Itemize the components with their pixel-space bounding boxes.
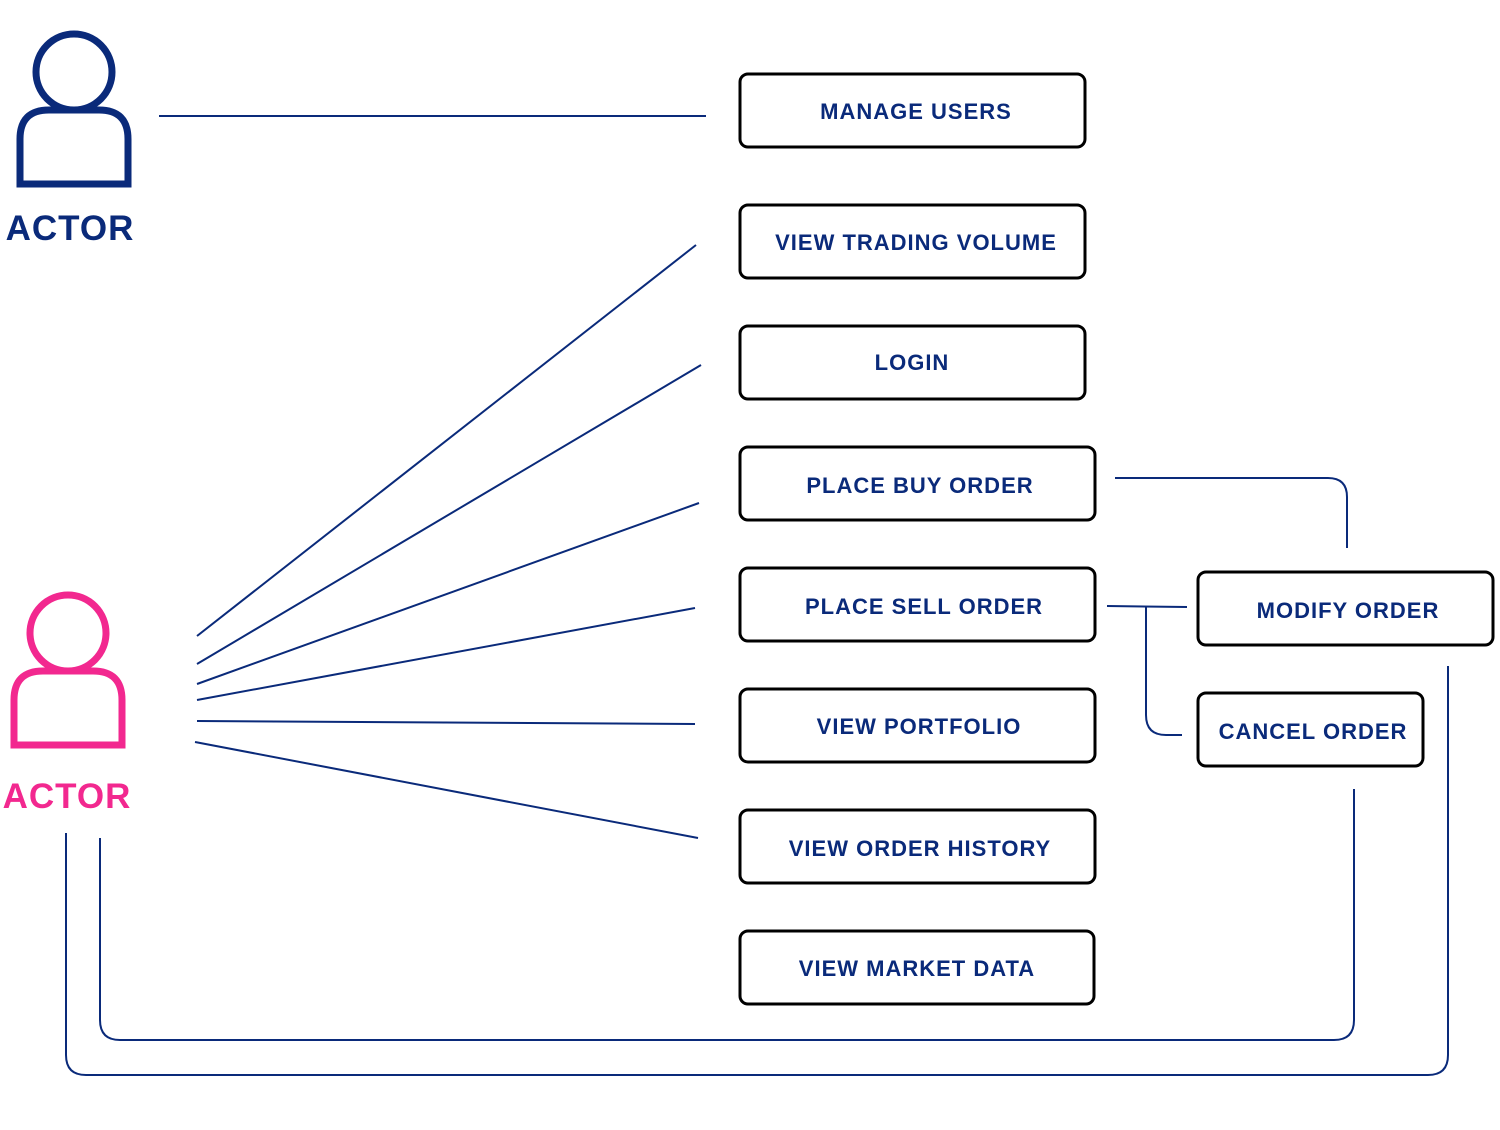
use-case-label: LOGIN — [875, 350, 950, 375]
assoc-trader-place-buy-order — [196, 502, 700, 685]
person-icon — [10, 591, 126, 749]
use-case-cancel-order[interactable]: CANCEL ORDER — [1196, 691, 1425, 768]
assoc-trader-view-portfolio — [196, 720, 696, 725]
assoc-sell-order-modify-order — [1106, 605, 1188, 608]
use-case-label: VIEW PORTFOLIO — [817, 714, 1022, 739]
use-case-place-buy-order[interactable]: PLACE BUY ORDER — [738, 445, 1097, 522]
assoc-trader-login — [196, 364, 702, 665]
use-case-label: VIEW MARKET DATA — [799, 956, 1035, 981]
assoc-trader-place-sell-order — [196, 607, 696, 701]
use-case-view-order-history[interactable]: VIEW ORDER HISTORY — [738, 808, 1097, 885]
use-case-label: PLACE SELL ORDER — [805, 594, 1043, 619]
use-case-label: MODIFY ORDER — [1257, 598, 1440, 623]
use-case-manage-users[interactable]: MANAGE USERS — [738, 72, 1087, 149]
actor-trader[interactable]: ACTOR — [3, 591, 132, 816]
use-case-place-sell-order[interactable]: PLACE SELL ORDER — [738, 566, 1097, 643]
assoc-trader-view-trading-volume — [196, 244, 697, 637]
assoc-buy-order-modify-order — [1115, 477, 1348, 548]
actor-label: ACTOR — [3, 777, 132, 816]
use-case-view-trading-volume[interactable]: VIEW TRADING VOLUME — [738, 203, 1087, 280]
use-case-modify-order[interactable]: MODIFY ORDER — [1196, 570, 1495, 647]
use-case-label: CANCEL ORDER — [1219, 719, 1408, 744]
actor-admin[interactable]: ACTOR — [6, 30, 135, 248]
assoc-trader-view-order-history — [194, 741, 699, 839]
use-case-view-portfolio[interactable]: VIEW PORTFOLIO — [738, 687, 1097, 764]
use-case-label: MANAGE USERS — [820, 99, 1012, 124]
use-case-login[interactable]: LOGIN — [738, 324, 1087, 401]
use-case-label: PLACE BUY ORDER — [806, 473, 1033, 498]
assoc-sell-order-cancel-order — [1145, 607, 1182, 736]
assoc-trader-modify-order — [65, 666, 1449, 1076]
use-case-view-market-data[interactable]: VIEW MARKET DATA — [738, 929, 1096, 1006]
use-case-label: VIEW TRADING VOLUME — [775, 230, 1057, 255]
person-icon — [16, 30, 132, 188]
actor-label: ACTOR — [6, 209, 135, 248]
use-case-label: VIEW ORDER HISTORY — [789, 836, 1051, 861]
assoc-trader-cancel-order — [99, 789, 1355, 1041]
connectors — [65, 115, 1449, 1076]
